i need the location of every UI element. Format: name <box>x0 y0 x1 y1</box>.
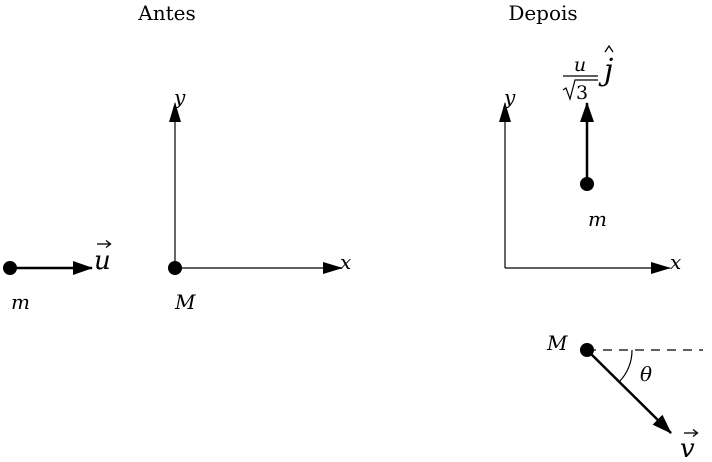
after-big-mass-velocity-arrow <box>586 349 672 434</box>
square-root-icon <box>562 79 598 102</box>
velocity-denominator: 3 <box>576 82 588 104</box>
after-x-axis-label: x <box>670 250 681 274</box>
velocity-numerator: u <box>574 54 586 76</box>
after-small-mass-velocity-label: u 3 j <box>562 44 614 104</box>
after-small-mass-label: m <box>588 207 607 231</box>
before-big-mass-label: M <box>174 290 196 314</box>
before-y-axis-label: y <box>173 85 186 109</box>
before-u-vector-arrow-icon <box>97 239 112 249</box>
before-x-axis-label: x <box>340 250 351 274</box>
before-small-mass-label: m <box>11 290 30 314</box>
after-v-vector-arrow-icon <box>684 428 699 438</box>
unit-vector-hat-icon <box>604 44 614 53</box>
after-big-mass-label: M <box>546 331 568 355</box>
before-title: Antes <box>137 1 195 25</box>
after-title: Depois <box>508 1 577 25</box>
before-velocity-u-label: u <box>94 246 111 276</box>
before-big-mass <box>168 261 182 275</box>
unit-vector-j: j <box>598 53 613 88</box>
angle-theta-label: θ <box>640 362 652 386</box>
after-panel: Depois y x m u 3 j θ M v <box>499 1 703 462</box>
angle-arc <box>618 349 633 383</box>
after-y-axis-label: y <box>503 85 516 109</box>
before-panel: Antes y x u m M <box>3 1 351 314</box>
after-velocity-v-label: v <box>680 434 695 462</box>
